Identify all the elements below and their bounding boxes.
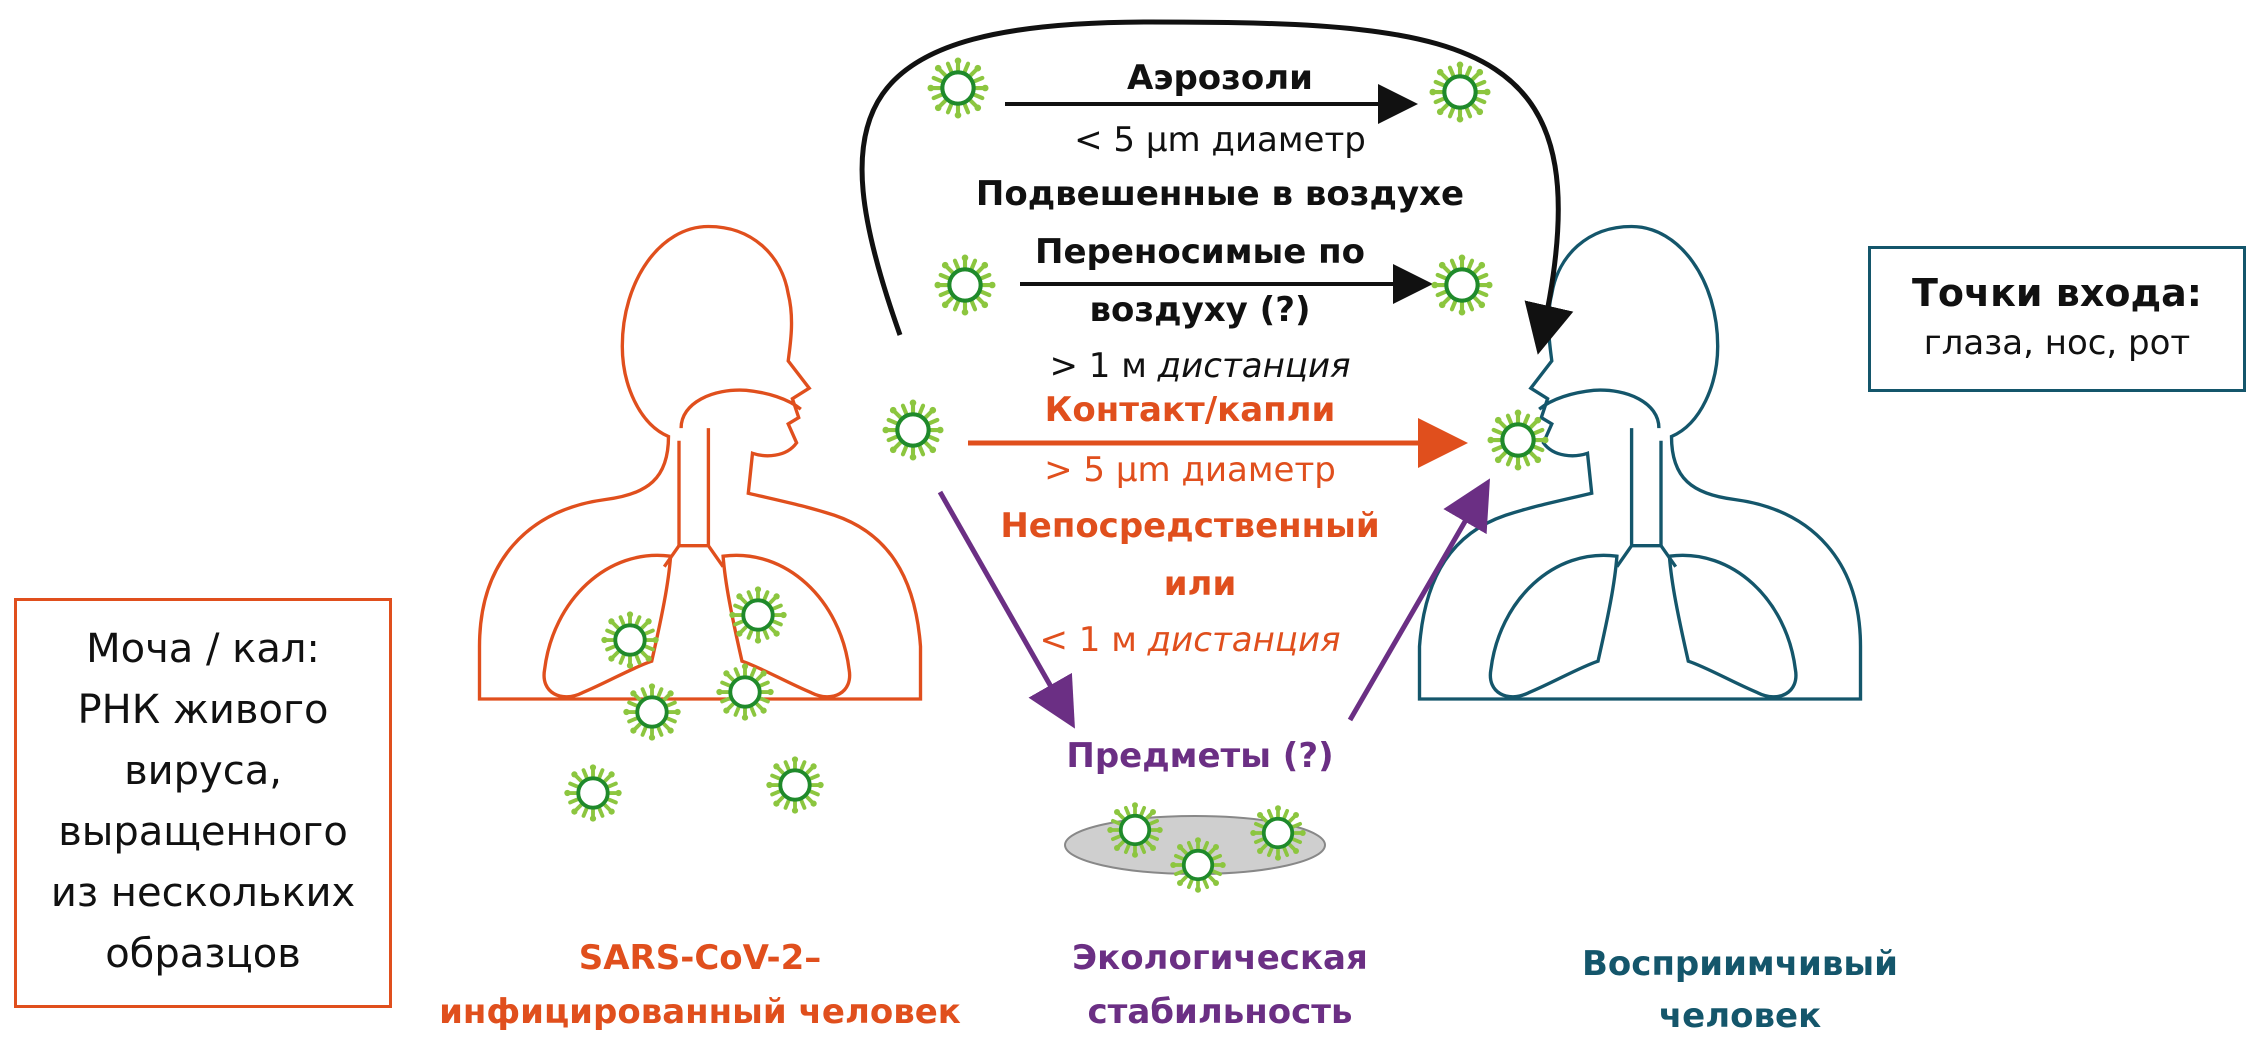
- lung-virus-icon: [729, 586, 786, 643]
- aerosol-target-virus-icon: [1429, 61, 1490, 122]
- contact-or: или: [1100, 564, 1300, 604]
- aerosol-title: Аэрозоли: [1070, 58, 1370, 98]
- lung-virus-icon: [716, 663, 773, 720]
- excretion-line-3: вируса,: [17, 741, 389, 802]
- entry-points-title: Точки входа:: [1871, 267, 2243, 319]
- airborne-title-2: воздуху (?): [1050, 290, 1350, 330]
- lung-virus-icon: [564, 764, 621, 821]
- contact-direct: Непосредственный: [960, 506, 1420, 546]
- env-label-1: Экологическая: [1040, 938, 1400, 978]
- excretion-box: Моча / кал: РНК живого вируса, выращенно…: [14, 598, 392, 1008]
- susceptible-label-2: человек: [1600, 996, 1880, 1036]
- excretion-line-2: РНК живого: [17, 680, 389, 741]
- infected-person-icon: [480, 227, 921, 700]
- contact-target-virus-icon: [1487, 409, 1548, 470]
- excretion-line-4: выращенного: [17, 802, 389, 863]
- contact-size: > 5 µm диаметр: [990, 450, 1390, 490]
- excretion-line-1: Моча / кал:: [17, 619, 389, 680]
- airborne-title-1: Переносимые по: [1000, 232, 1400, 272]
- airborne-distance-word: дистанция: [1158, 346, 1351, 386]
- contact-distance: < 1 м дистанция: [1000, 620, 1380, 660]
- airborne-target-virus-icon: [1431, 254, 1492, 315]
- lung-virus-icon: [623, 683, 680, 740]
- airborne-source-virus-icon: [934, 254, 995, 315]
- excretion-line-6: образцов: [17, 924, 389, 985]
- entry-points-box: Точки входа: глаза, нос, рот: [1868, 246, 2246, 392]
- lung-virus-icon: [601, 611, 658, 668]
- env-label-2: стабильность: [1040, 992, 1400, 1032]
- surface-virus-icon: [1250, 805, 1306, 861]
- suspended-label: Подвешенные в воздухе: [900, 174, 1540, 214]
- contact-source-virus-icon: [882, 399, 943, 460]
- contact-title: Контакт/капли: [1000, 390, 1380, 430]
- aerosol-size: < 5 µm диаметр: [1000, 120, 1440, 160]
- fomite-label: Предметы (?): [1040, 736, 1360, 776]
- susceptible-label-1: Восприимчивый: [1560, 944, 1920, 984]
- surface-virus-icon: [1107, 802, 1163, 858]
- airborne-distance: > 1 м дистанция: [980, 346, 1420, 386]
- aerosol-source-virus-icon: [927, 57, 988, 118]
- airborne-distance-prefix: > 1 м: [1049, 346, 1157, 386]
- infected-label-2: инфицированный человек: [430, 992, 970, 1032]
- contact-distance-word: дистанция: [1148, 620, 1341, 660]
- surface-virus-icon: [1170, 837, 1226, 893]
- susceptible-person-icon: [1420, 227, 1861, 700]
- lung-virus-icon: [766, 756, 823, 813]
- excretion-line-5: из нескольких: [17, 863, 389, 924]
- entry-points-text: глаза, нос, рот: [1871, 319, 2243, 367]
- contact-distance-prefix: < 1 м: [1039, 620, 1147, 660]
- infected-label-1: SARS-CoV-2–: [440, 938, 960, 978]
